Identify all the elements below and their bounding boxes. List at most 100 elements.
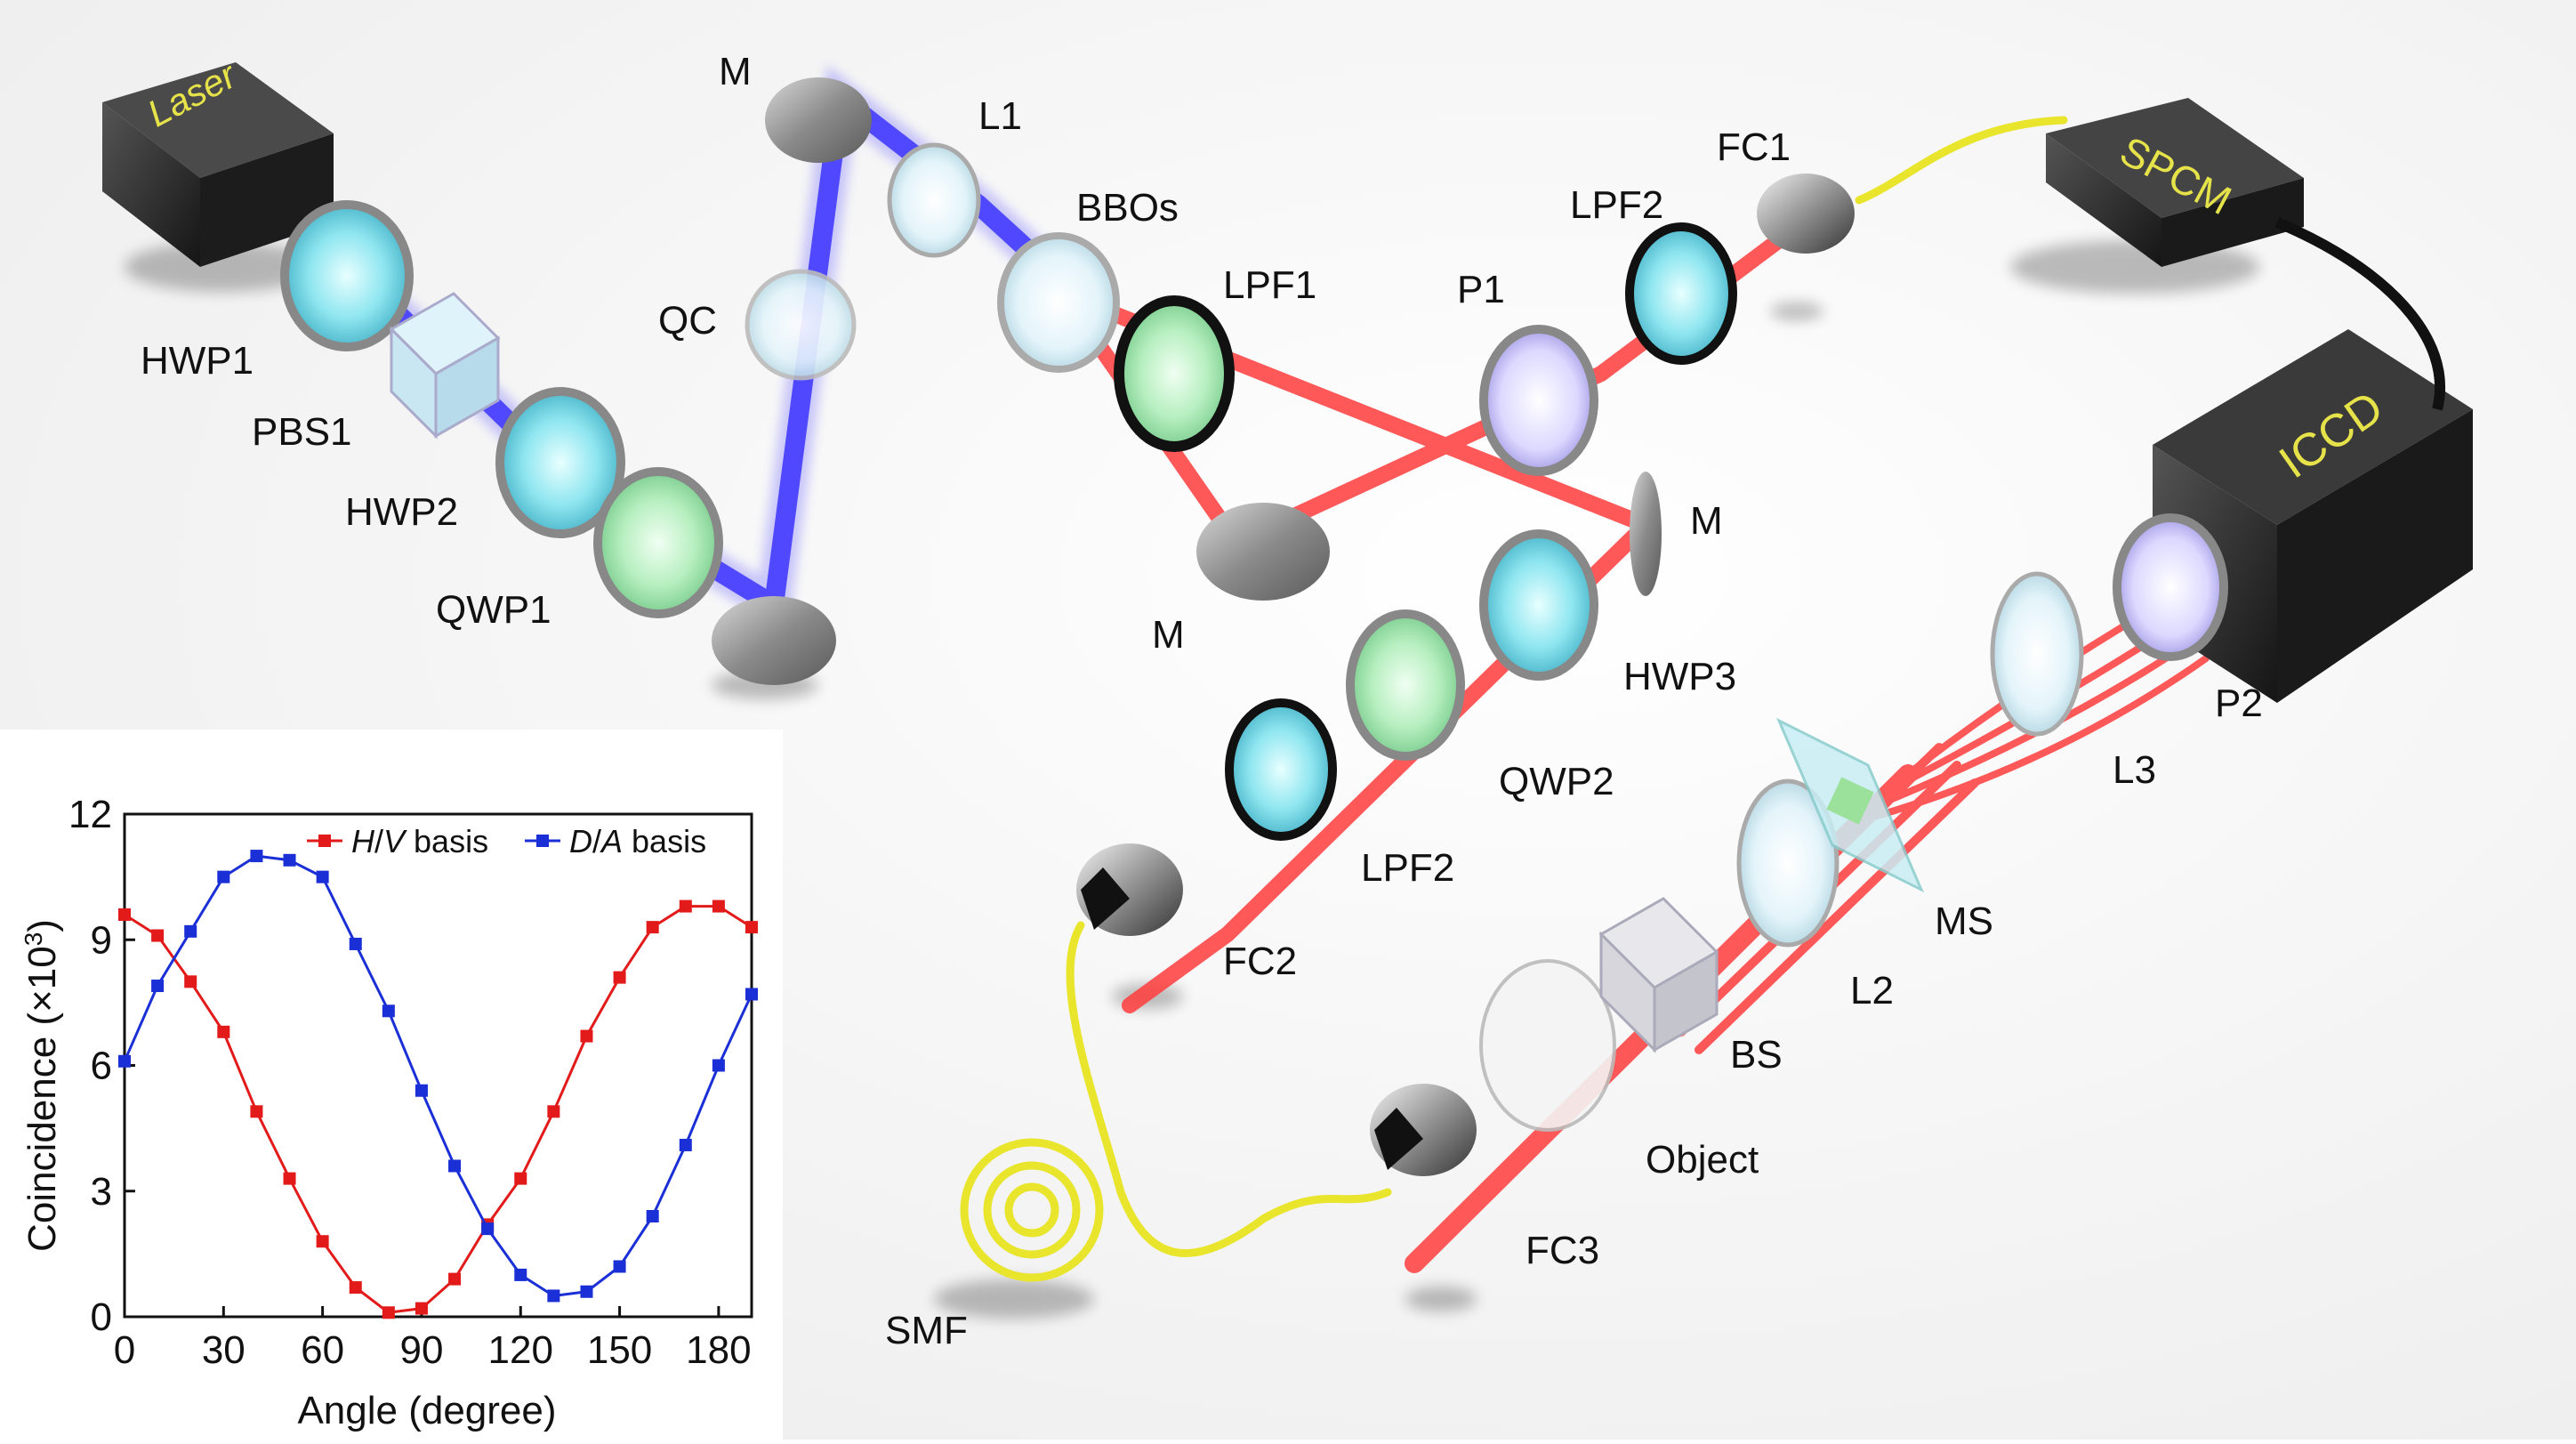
lpf1-filter <box>1114 295 1235 452</box>
data-point <box>382 1004 395 1018</box>
label-lpf1: LPF1 <box>1223 263 1316 307</box>
spcm-detector: SPCM <box>2046 98 2304 267</box>
fc2-coupler <box>1076 843 1183 936</box>
data-point <box>646 1210 659 1222</box>
label-m-center: M <box>1152 613 1185 657</box>
label-hwp2: HWP2 <box>345 490 458 534</box>
label-p2: P2 <box>2215 682 2263 725</box>
data-point <box>151 929 165 942</box>
label-pbs1: PBS1 <box>252 410 352 454</box>
lpf2-bottom-filter <box>1225 698 1337 841</box>
data-point <box>151 980 165 993</box>
data-point <box>547 1105 560 1118</box>
label-bbos: BBOs <box>1076 186 1179 230</box>
data-point <box>316 1235 329 1248</box>
legend-marker <box>536 835 549 847</box>
data-point <box>613 971 626 984</box>
data-point <box>415 1302 428 1315</box>
mirror-right <box>1630 472 1662 596</box>
data-point <box>118 1054 131 1068</box>
y-axis-label: Coincidence (×103) <box>20 919 65 1252</box>
label-bs: BS <box>1730 1033 1783 1077</box>
data-point <box>118 908 131 921</box>
data-point <box>349 937 362 950</box>
data-point <box>745 988 758 1001</box>
label-l3: L3 <box>2113 748 2156 792</box>
data-point <box>250 850 263 863</box>
label-qc: QC <box>658 299 717 343</box>
data-point <box>283 853 296 867</box>
fc3-coupler <box>1370 1084 1477 1176</box>
label-fc1: FC1 <box>1717 125 1791 169</box>
data-point <box>448 1272 462 1286</box>
legend-label: H/V basis <box>351 823 488 859</box>
optical-fibers <box>960 116 2068 1282</box>
data-point <box>745 921 758 934</box>
label-fc2: FC2 <box>1223 940 1297 983</box>
x-tick-label: 60 <box>301 1328 344 1372</box>
y-tick-label: 12 <box>68 793 112 836</box>
data-point <box>514 1268 527 1281</box>
y-tick-label: 9 <box>91 918 112 962</box>
data-point <box>547 1289 560 1303</box>
x-tick-label: 180 <box>686 1328 751 1372</box>
data-point <box>712 1059 725 1072</box>
series-line <box>124 905 753 1314</box>
data-point <box>250 1105 263 1118</box>
label-fc3: FC3 <box>1525 1229 1599 1272</box>
label-lpf2-top: LPF2 <box>1570 183 1663 227</box>
p1-polarizer <box>1479 325 1598 476</box>
legend-marker <box>318 835 331 847</box>
data-point <box>382 1306 395 1319</box>
y-axis-label-main: Coincidence (×10 <box>20 946 64 1252</box>
plot-frame <box>123 812 753 1319</box>
label-l1: L1 <box>978 94 1022 138</box>
label-p1: P1 <box>1457 268 1505 311</box>
l1-lens <box>887 142 981 258</box>
data-point <box>217 870 230 883</box>
x-tick-label: 0 <box>114 1328 135 1372</box>
data-point <box>580 1029 593 1043</box>
pbs1-cube <box>389 292 501 440</box>
y-tick-label: 6 <box>91 1045 112 1088</box>
data-point <box>514 1172 527 1185</box>
data-point <box>316 870 329 883</box>
qwp1-waveplate <box>593 467 723 618</box>
label-m-right: M <box>1690 499 1723 543</box>
label-m-top: M <box>719 50 752 93</box>
x-tick-label: 30 <box>202 1328 246 1372</box>
label-qwp1: QWP1 <box>436 588 551 632</box>
y-axis-label-end: ) <box>20 919 64 932</box>
bs-cube <box>1598 897 1719 1053</box>
chart-series <box>118 850 758 1319</box>
label-lpf2-bottom: LPF2 <box>1361 846 1454 890</box>
data-point <box>679 899 692 913</box>
data-point <box>580 1285 593 1298</box>
l2-lens <box>1736 778 1839 948</box>
mirror-top <box>765 77 872 163</box>
spcm-cable <box>2274 217 2446 411</box>
hwp1-waveplate <box>280 200 414 351</box>
object-plate <box>1479 959 1616 1132</box>
label-ms: MS <box>1935 899 1993 943</box>
data-point <box>613 1260 626 1273</box>
hwp2-waveplate <box>495 387 625 538</box>
x-tick-label: 150 <box>587 1328 652 1372</box>
hwp3-waveplate <box>1479 529 1598 681</box>
data-point <box>448 1159 462 1173</box>
fc1-coupler <box>1757 173 1855 254</box>
bbos-crystals <box>997 232 1120 373</box>
data-point <box>646 921 659 934</box>
x-axis-label: Angle (degree) <box>297 1389 556 1432</box>
label-l2: L2 <box>1850 969 1894 1012</box>
label-qwp2: QWP2 <box>1499 760 1614 803</box>
qc-crystal <box>745 269 857 381</box>
data-point <box>217 1025 230 1038</box>
data-point <box>679 1138 692 1151</box>
data-point <box>349 1281 362 1295</box>
qwp2-waveplate <box>1346 609 1465 761</box>
